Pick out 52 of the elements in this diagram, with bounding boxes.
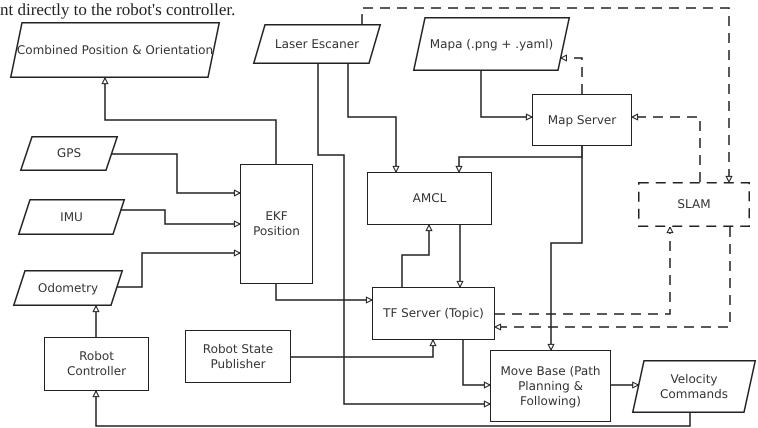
arrow bbox=[317, 64, 491, 408]
arrow bbox=[456, 225, 464, 288]
dashed-arrow bbox=[494, 227, 731, 330]
node-label: Laser Escaner bbox=[274, 36, 360, 52]
arrow bbox=[92, 305, 100, 337]
process-box bbox=[44, 337, 149, 391]
arrow bbox=[462, 340, 491, 388]
arrow bbox=[548, 146, 583, 351]
process-box bbox=[185, 330, 291, 383]
process-box bbox=[532, 94, 632, 146]
data-parallelogram bbox=[413, 17, 570, 71]
process-box bbox=[372, 287, 495, 340]
process-box bbox=[240, 164, 313, 284]
arrow bbox=[291, 339, 436, 358]
node-label: AMCL bbox=[412, 191, 448, 206]
arrow bbox=[117, 250, 241, 288]
process-box bbox=[490, 350, 611, 422]
arrow bbox=[112, 153, 241, 196]
dashed-arrow bbox=[631, 114, 701, 182]
arrow bbox=[92, 390, 691, 427]
node-label: EKF Position bbox=[252, 209, 301, 239]
arrow bbox=[102, 77, 277, 164]
node-label: Combined Position & Orientation bbox=[16, 42, 214, 58]
node-label: Mapa (.png + .yaml) bbox=[428, 36, 554, 52]
node-label: Move Base (Path Planning & Following) bbox=[499, 364, 602, 408]
data-parallelogram bbox=[20, 136, 118, 171]
data-parallelogram bbox=[632, 360, 756, 413]
node-label: Robot Controller bbox=[66, 349, 128, 379]
dashed-arrow bbox=[495, 226, 674, 315]
node-label: IMU bbox=[59, 210, 84, 224]
process-box bbox=[367, 172, 492, 225]
data-parallelogram bbox=[253, 24, 381, 64]
arrow bbox=[121, 209, 241, 228]
node-label: Map Server bbox=[546, 112, 618, 128]
arrow bbox=[611, 382, 639, 388]
node-label: TF Server (Topic) bbox=[382, 306, 485, 321]
cut-off-sentence: nt directly to the robot's controller. bbox=[0, 0, 236, 20]
data-parallelogram bbox=[10, 22, 220, 78]
arrow bbox=[401, 224, 432, 287]
node-label: Odometry bbox=[36, 280, 100, 296]
arrow bbox=[347, 64, 400, 173]
data-parallelogram bbox=[13, 270, 123, 306]
node-label: Velocity Commands bbox=[659, 372, 729, 402]
node-label: Robot State Publisher bbox=[202, 342, 274, 372]
dashed-arrow bbox=[560, 54, 583, 94]
node-label: GPS bbox=[56, 146, 82, 161]
arrow bbox=[275, 284, 373, 304]
node-label: SLAM bbox=[676, 197, 712, 212]
arrow bbox=[480, 71, 533, 120]
dashed-arrow bbox=[361, 7, 732, 183]
data-parallelogram bbox=[18, 199, 125, 235]
dashed-process-box bbox=[638, 182, 750, 227]
